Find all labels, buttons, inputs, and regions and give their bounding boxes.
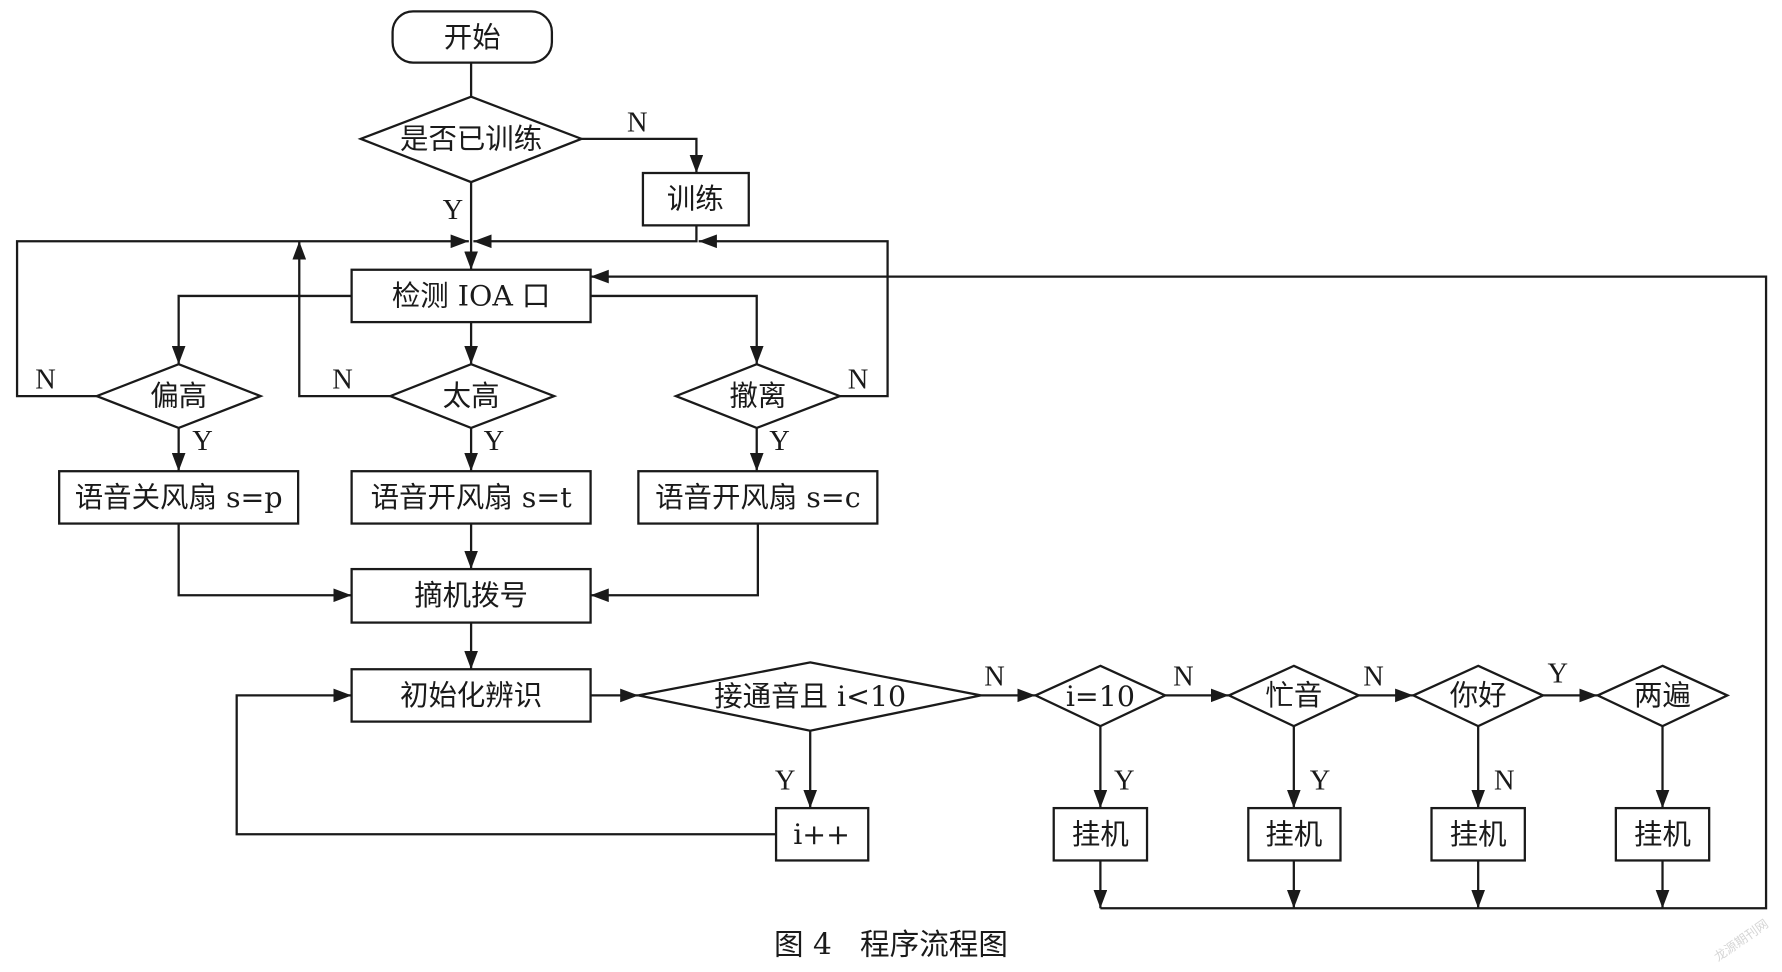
hangup-box-2: 挂机	[1247, 806, 1342, 862]
hangup-box-3: 挂机	[1430, 806, 1526, 862]
hangup-box-4: 挂机	[1614, 806, 1711, 862]
fan-on-t-box: 语音开风扇 s=t	[350, 470, 592, 525]
init-recognition-label: 初始化辨识	[400, 679, 542, 712]
edge-trained-no-to-train	[581, 137, 704, 174]
connected-check-decision: 接通音且 i<10	[638, 661, 982, 732]
dial-label: 摘机拨号	[414, 579, 528, 612]
i-equals-10-label: i=10	[1066, 680, 1135, 713]
edge-labels: N Y N N N Y Y Y N Y N Y N Y Y N	[35, 107, 1568, 796]
label-trained-yes: Y	[443, 195, 464, 226]
label-che-li-no: N	[848, 365, 869, 396]
dial-box: 摘机拨号	[350, 567, 592, 624]
edge-detect-to-pian-gao	[171, 294, 352, 365]
label-busy-tone-no: N	[1363, 662, 1384, 693]
hangup-label-3: 挂机	[1450, 818, 1507, 851]
label-tai-gao-yes: Y	[484, 426, 505, 457]
increment-label: i++	[793, 818, 850, 851]
edges	[15, 62, 1768, 910]
fan-on-c-label: 语音开风扇 s=c	[655, 481, 861, 514]
edge-detect-to-che-li	[590, 294, 764, 365]
trained-check-decision: 是否已训练	[357, 95, 585, 184]
edge-fan-on-c-to-dial	[590, 523, 759, 603]
edge-hangup-return-to-detect	[590, 269, 1768, 910]
label-che-li-yes: Y	[769, 426, 790, 457]
hello-decision: 你好	[1410, 664, 1546, 728]
increment-box: i++	[774, 806, 870, 862]
twice-label: 两遍	[1634, 679, 1691, 712]
start-node: 开始	[391, 10, 554, 64]
fan-on-c-box: 语音开风扇 s=c	[637, 470, 879, 525]
edge-fan-off-to-dial	[177, 523, 352, 603]
fan-off-p-label: 语音关风扇 s=p	[75, 481, 283, 514]
hello-label: 你好	[1450, 679, 1507, 712]
edge-che-li-no-return	[698, 234, 889, 398]
train-box: 训练	[641, 171, 750, 227]
label-connected-yes: Y	[775, 765, 796, 796]
pian-gao-label: 偏高	[150, 380, 207, 413]
pian-gao-decision: 偏高	[93, 362, 264, 430]
detect-ioa-box: 检测 IOA 口	[350, 268, 592, 324]
label-trained-no: N	[627, 107, 648, 138]
figure-caption: 图 4 程序流程图	[774, 928, 1008, 962]
i-equals-10-decision: i=10	[1032, 664, 1168, 728]
twice-decision: 两遍	[1594, 664, 1731, 728]
edge-increment-loop	[235, 688, 777, 836]
connected-check-label: 接通音且 i<10	[714, 680, 906, 713]
edge-pian-gao-no-return	[15, 234, 469, 398]
trained-check-label: 是否已训练	[400, 122, 542, 155]
che-li-label: 撤离	[729, 380, 786, 413]
detect-ioa-label: 检测 IOA 口	[392, 279, 550, 312]
hangup-label-2: 挂机	[1265, 818, 1322, 851]
hangup-label-4: 挂机	[1634, 818, 1691, 851]
edge-train-to-detect	[473, 225, 698, 249]
fan-on-t-label: 语音开风扇 s=t	[371, 481, 573, 514]
edge-tai-gao-no-return	[292, 241, 391, 398]
hangup-box-1: 挂机	[1052, 806, 1149, 862]
hangup-label-1: 挂机	[1072, 818, 1129, 851]
busy-tone-decision: 忙音	[1226, 664, 1362, 728]
label-tai-gao-no: N	[332, 365, 353, 396]
fan-off-p-box: 语音关风扇 s=p	[58, 470, 300, 525]
busy-tone-label: 忙音	[1265, 679, 1322, 712]
tai-gao-decision: 太高	[387, 362, 558, 430]
init-recognition-box: 初始化辨识	[350, 668, 592, 723]
label-i-equals-10-yes: Y	[1114, 765, 1135, 796]
watermark: 龙源期刊网	[1711, 916, 1771, 964]
start-label: 开始	[444, 21, 501, 54]
label-hello-yes: Y	[1548, 658, 1569, 689]
train-label: 训练	[667, 183, 724, 216]
label-busy-tone-yes: Y	[1310, 765, 1331, 796]
label-pian-gao-yes: Y	[192, 426, 213, 457]
label-pian-gao-no: N	[35, 365, 56, 396]
label-connected-no: N	[984, 662, 1005, 693]
che-li-decision: 撤离	[672, 362, 843, 430]
label-i-equals-10-no: N	[1173, 662, 1194, 693]
tai-gao-label: 太高	[443, 380, 500, 413]
label-hello-no: N	[1494, 765, 1515, 796]
